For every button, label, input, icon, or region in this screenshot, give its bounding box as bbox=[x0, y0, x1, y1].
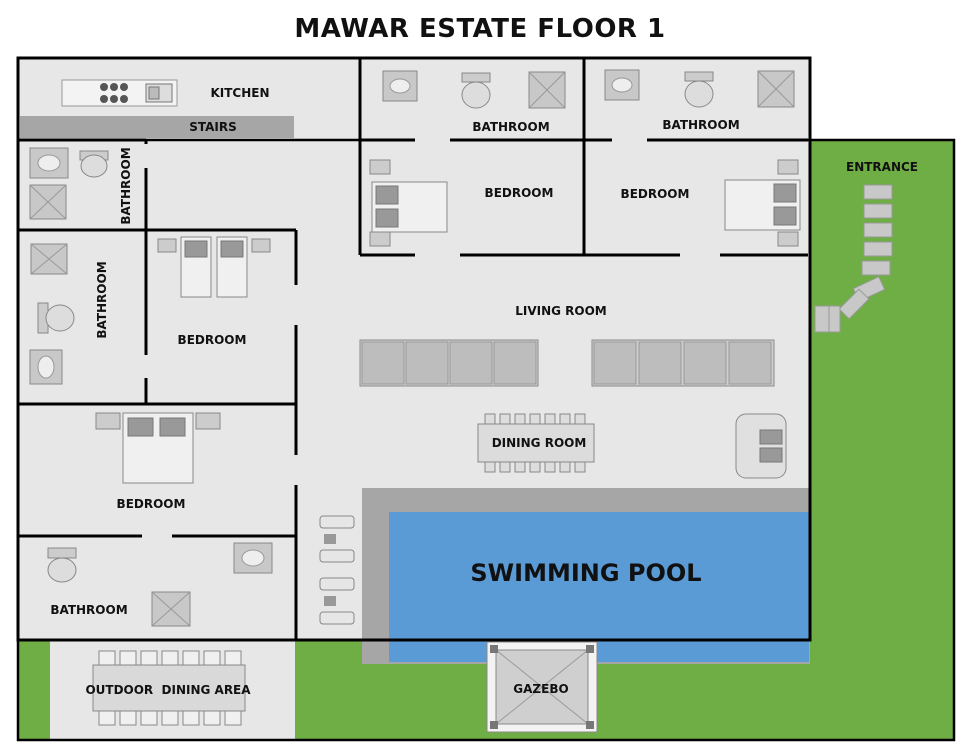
bathroom-fixtures-bottom bbox=[47, 542, 273, 627]
dining-table bbox=[477, 413, 595, 473]
label-living-room: LIVING ROOM bbox=[515, 304, 607, 318]
label-gazebo: GAZEBO bbox=[513, 682, 568, 696]
label-dining-room: DINING ROOM bbox=[492, 436, 587, 450]
bed-top-2 bbox=[724, 159, 801, 247]
label-bathroom-top-2: BATHROOM bbox=[662, 118, 739, 132]
site-border bbox=[16, 138, 956, 742]
swimming-pool bbox=[389, 512, 809, 662]
bathroom-fixtures-top-1 bbox=[382, 70, 566, 109]
sofa-left bbox=[359, 339, 539, 387]
stairs-block bbox=[20, 116, 294, 138]
plan-title: MAWAR ESTATE FLOOR 1 bbox=[294, 14, 666, 44]
label-bathroom-top-1: BATHROOM bbox=[472, 120, 549, 134]
outdoor-dining-table bbox=[92, 650, 246, 726]
label-bathroom-left-1: BATHROOM bbox=[119, 147, 133, 224]
bathroom-fixtures-top-2 bbox=[604, 69, 795, 108]
label-swimming-pool: SWIMMING POOL bbox=[470, 559, 701, 587]
label-outdoor-dining: OUTDOOR DINING AREA bbox=[85, 683, 251, 697]
bed-top-1 bbox=[369, 159, 448, 247]
twin-beds-left bbox=[157, 236, 271, 298]
label-entrance: ENTRANCE bbox=[846, 160, 918, 174]
bathroom-fixtures-left-1 bbox=[29, 147, 109, 220]
gazebo-structure bbox=[486, 641, 598, 733]
label-stairs: STAIRS bbox=[189, 120, 237, 134]
sun-loungers bbox=[319, 515, 355, 625]
label-bedroom-left-1: BEDROOM bbox=[178, 333, 247, 347]
bathroom-fixtures-left-2 bbox=[29, 243, 75, 385]
bed-left-2 bbox=[95, 412, 221, 484]
label-bedroom-top-1: BEDROOM bbox=[485, 186, 554, 200]
sofa-right bbox=[591, 339, 775, 387]
label-bedroom-top-2: BEDROOM bbox=[621, 187, 690, 201]
label-bathroom-bottom: BATHROOM bbox=[50, 603, 127, 617]
kitchen-counter bbox=[61, 79, 178, 107]
armchair bbox=[735, 413, 787, 479]
label-bedroom-left-2: BEDROOM bbox=[117, 497, 186, 511]
entrance-path bbox=[814, 184, 893, 333]
door-openings bbox=[142, 138, 720, 538]
label-kitchen: KITCHEN bbox=[210, 86, 269, 100]
label-bathroom-left-2: BATHROOM bbox=[95, 261, 109, 338]
